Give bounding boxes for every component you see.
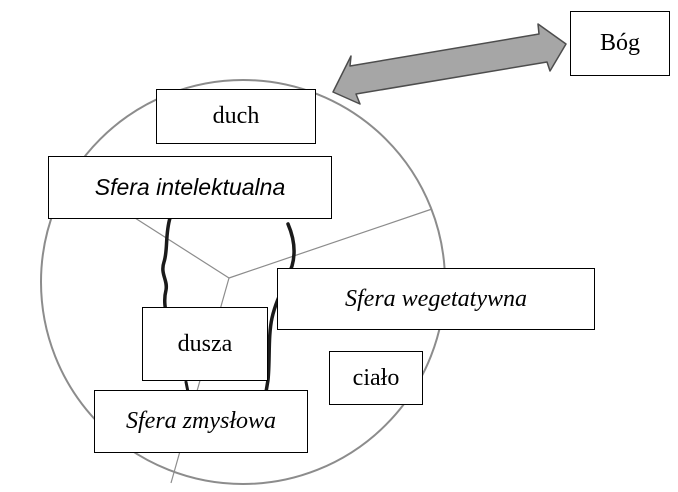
soul-box: dusza <box>142 307 268 381</box>
god-label: Bóg <box>599 30 640 56</box>
double-arrow <box>332 23 567 105</box>
spirit-label: duch <box>212 103 260 129</box>
divider-line-right <box>228 208 433 279</box>
sensory-sphere-label: Sfera zmysłowa <box>126 408 276 434</box>
body-box: ciało <box>329 351 423 405</box>
soul-outline <box>161 216 172 324</box>
vegetative-sphere-label: Sfera wegetatywna <box>345 285 527 312</box>
spirit-box: duch <box>156 89 316 144</box>
god-box: Bóg <box>570 11 670 76</box>
intellectual-sphere-label: Sfera intelektualna <box>94 174 286 200</box>
sensory-sphere-box: Sfera zmysłowa <box>94 390 308 453</box>
soul-label: dusza <box>177 330 233 357</box>
vegetative-sphere-box: Sfera wegetatywna <box>277 268 595 330</box>
divider-line-upper-left <box>134 217 230 279</box>
body-label: ciało <box>352 364 400 391</box>
intellectual-sphere-box: Sfera intelektualna <box>48 156 332 219</box>
